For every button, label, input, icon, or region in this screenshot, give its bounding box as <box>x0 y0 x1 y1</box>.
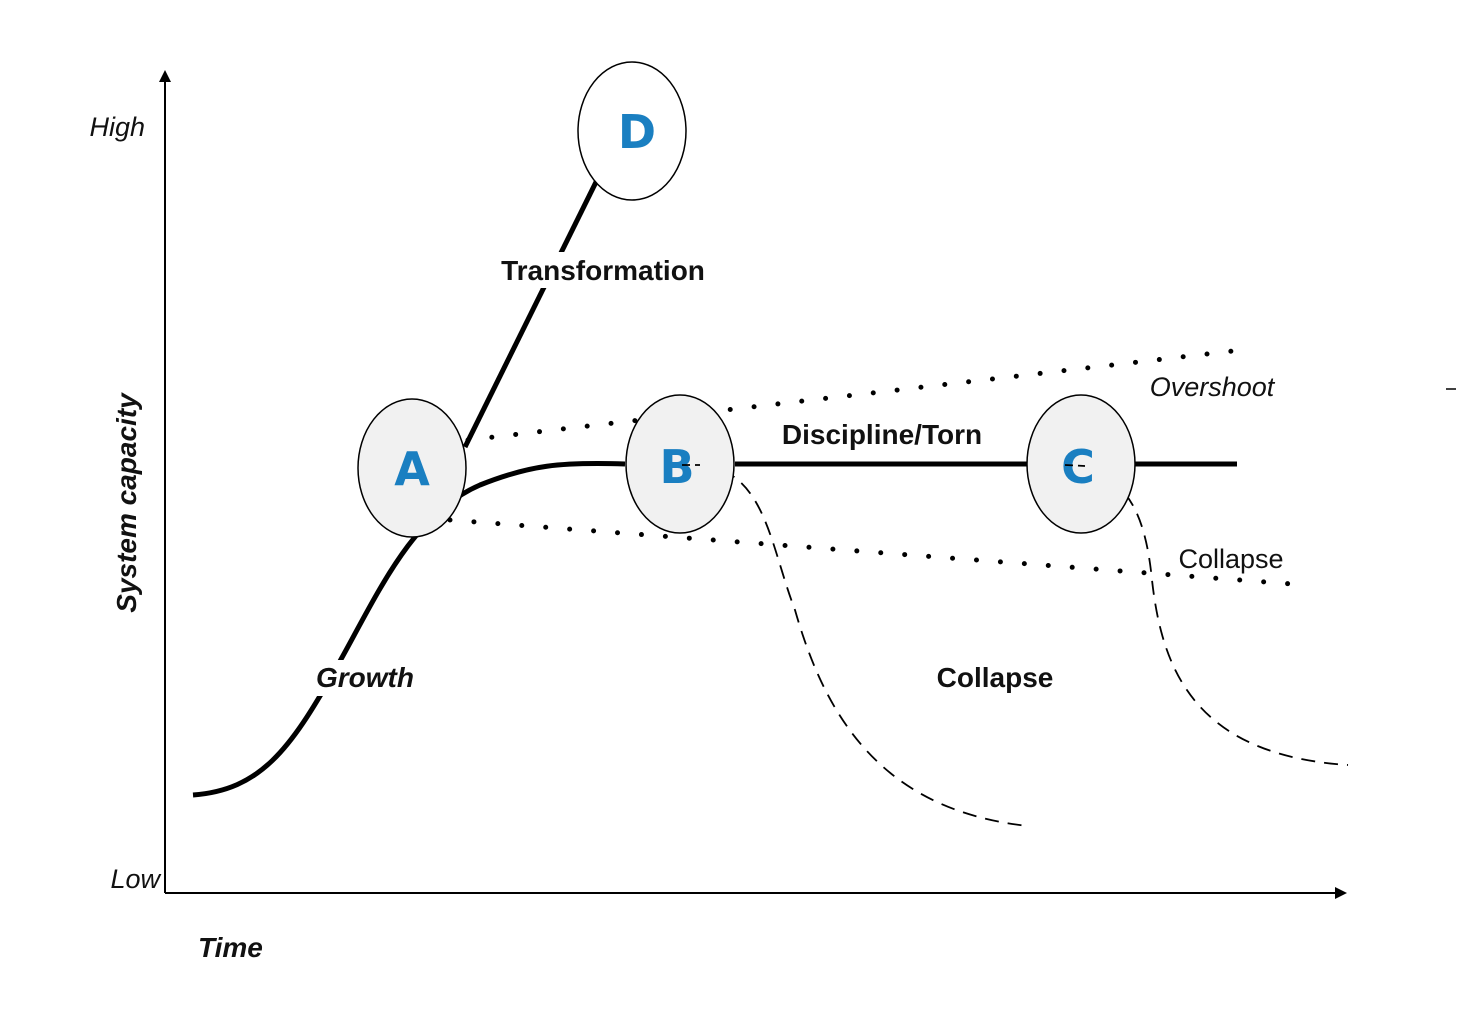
x-axis-title: Time <box>198 932 263 963</box>
node-c-letter: C <box>1061 440 1095 494</box>
y-axis-title: System capacity <box>111 392 142 613</box>
collapse-curve-c-start <box>1064 464 1086 467</box>
transformation-label-bg <box>488 252 720 288</box>
node-b-circle <box>625 394 735 534</box>
node-a: A <box>357 398 467 538</box>
node-b: B <box>625 394 735 534</box>
y-low-label: Low <box>110 864 161 894</box>
growth-label: Growth <box>316 662 414 693</box>
collapse-dotted-line <box>447 517 1308 588</box>
collapse-dotted-label: Collapse <box>1178 544 1283 574</box>
node-c-circle <box>1026 394 1136 534</box>
collapse-main-label: Collapse <box>937 662 1054 693</box>
node-c: C <box>1026 394 1136 534</box>
node-d-letter: D <box>618 105 656 159</box>
y-high-label: High <box>89 112 145 142</box>
node-b-letter: B <box>659 440 694 494</box>
node-a-letter: A <box>394 442 430 496</box>
node-a-circle <box>357 398 467 538</box>
growth-label-bg <box>306 660 424 696</box>
node-d: D <box>577 61 687 201</box>
transformation-label: Transformation <box>501 255 705 286</box>
overshoot-label: Overshoot <box>1150 372 1276 402</box>
transformation-line <box>462 176 601 449</box>
discipline-label: Discipline/Torn <box>782 419 982 450</box>
growth-curve <box>192 460 626 798</box>
node-d-circle <box>577 61 687 201</box>
collapse-curve-b <box>699 464 1029 827</box>
